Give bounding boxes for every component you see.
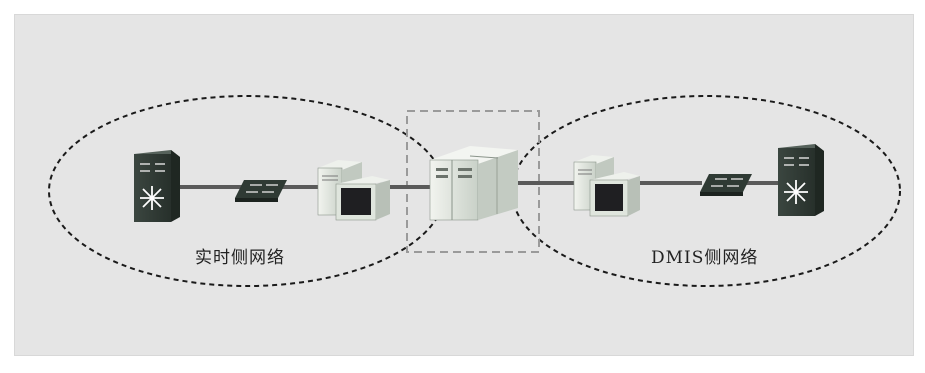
zone-label-realtime: 实时侧网络 <box>195 248 285 268</box>
workstation-left-icon <box>317 160 390 221</box>
isolation-server-icon <box>429 146 518 221</box>
hub-right-icon <box>700 174 752 196</box>
network-links <box>180 181 778 189</box>
zone-dmis-boundary <box>511 95 901 287</box>
hub-left-icon <box>235 180 287 202</box>
workstation-right-icon <box>573 155 640 217</box>
core-switch-right-icon <box>778 144 824 216</box>
core-switch-left-icon <box>134 150 180 222</box>
zone-label-dmis: DMIS侧网络 <box>651 248 759 268</box>
